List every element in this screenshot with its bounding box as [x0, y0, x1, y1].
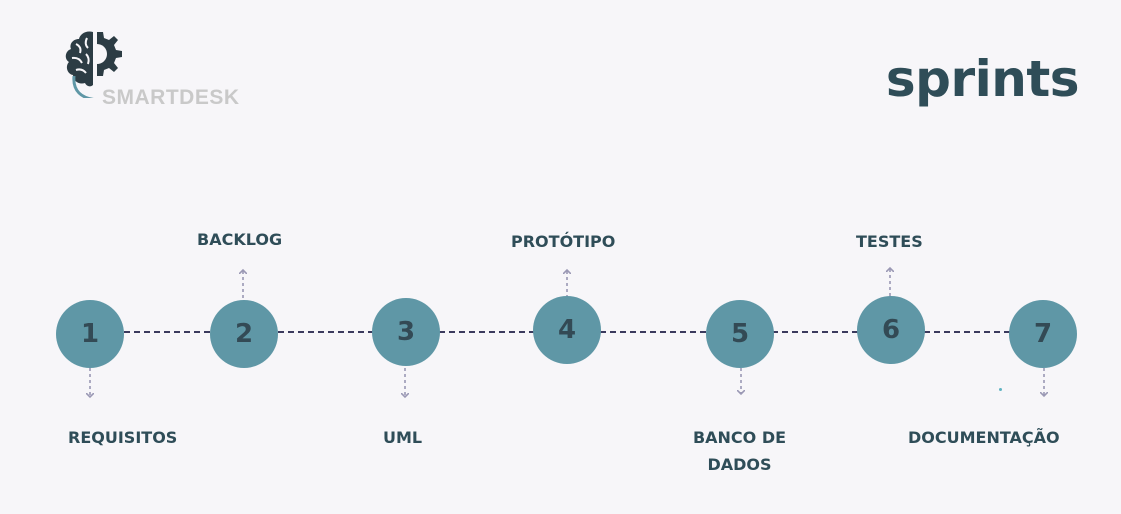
step-label-3: UML — [383, 428, 423, 447]
step-node-6: 6 — [857, 296, 925, 364]
step-node-1: 1 — [56, 300, 124, 368]
page-title: sprints — [885, 50, 1080, 108]
step-label-1: REQUISITOS — [68, 428, 178, 447]
logo: SMARTDESK — [60, 28, 250, 112]
decorative-dot — [999, 388, 1002, 391]
brand-name: SMARTDESK — [102, 86, 240, 109]
step-node-4: 4 — [533, 296, 601, 364]
brain-gear-icon — [65, 31, 122, 98]
step-label-6: TESTES — [856, 232, 923, 251]
step-node-7: 7 — [1009, 300, 1077, 368]
step-label-5: BANCO DE DADOS — [692, 428, 787, 474]
step-label-2: BACKLOG — [197, 230, 283, 249]
step-label-4: PROTÓTIPO — [511, 232, 616, 251]
step-node-3: 3 — [372, 298, 440, 366]
step-label-7: DOCUMENTAÇÃO — [908, 428, 1060, 447]
step-node-2: 2 — [210, 300, 278, 368]
step-node-5: 5 — [706, 300, 774, 368]
